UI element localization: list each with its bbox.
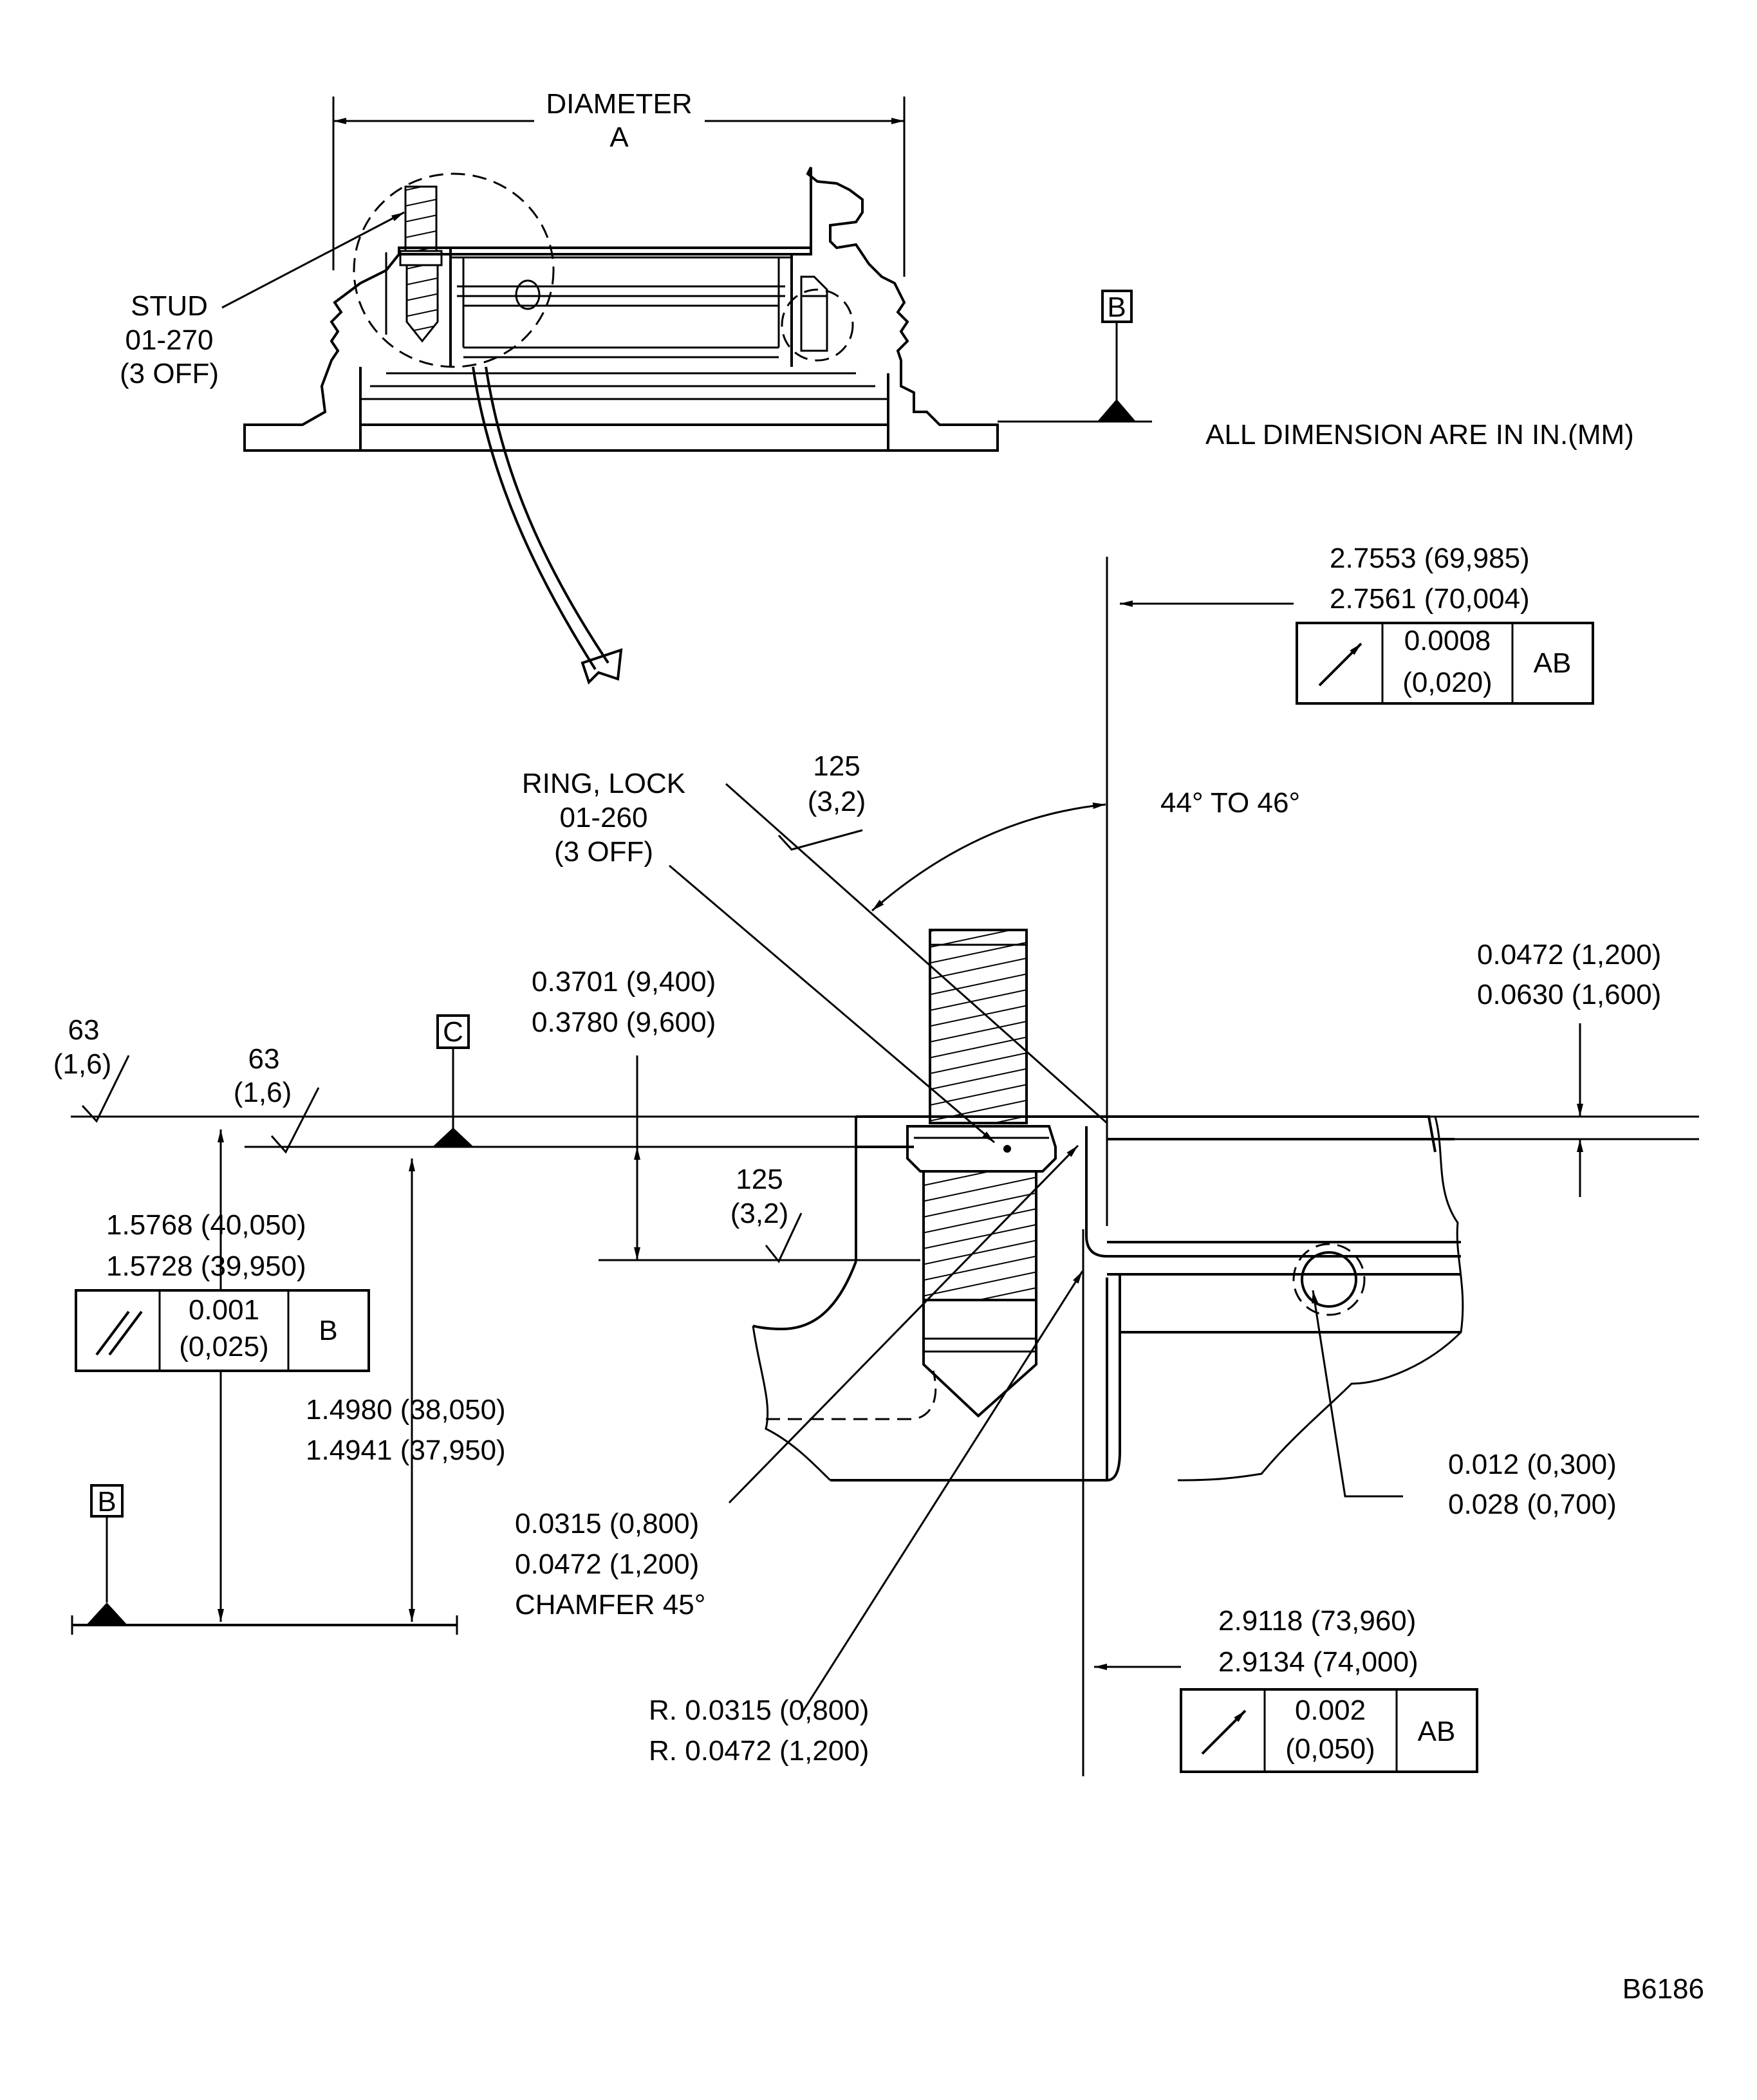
fcf-parallelism: [75, 1289, 370, 1372]
finish-inner-face-mm: (3,2): [730, 1198, 788, 1229]
diameter-label: DIAMETER: [546, 88, 692, 120]
runout-icon: [1201, 1709, 1247, 1755]
angle-label: 44° TO 46°: [1160, 787, 1300, 819]
diameter-symbol-label: A: [609, 122, 629, 153]
detail-section: [71, 557, 1699, 1776]
ball-dim-upper: 0.012 (0,300): [1448, 1449, 1617, 1480]
ring-quantity: (3 OFF): [554, 836, 653, 868]
fcf-runout-top: [1296, 622, 1594, 705]
ring-part-number: 01-260: [559, 802, 647, 833]
finish-top-chamfer-mm: (3,2): [808, 786, 866, 817]
height-c-upper: 1.4980 (38,050): [306, 1394, 506, 1426]
fcf-parallel-tolerance: 0.001: [189, 1294, 259, 1326]
fcf-bottom-tolerance-mm: (0,050): [1285, 1733, 1375, 1765]
inner-diameter-lower: 2.9134 (74,000): [1218, 1646, 1418, 1678]
height-c-lower: 1.4941 (37,950): [306, 1435, 506, 1466]
fcf-top-datum: AB: [1534, 647, 1572, 679]
outer-diameter-upper: 2.7553 (69,985): [1330, 543, 1530, 574]
ring-label: RING, LOCK: [522, 768, 685, 799]
chamfer-upper: 0.0315 (0,800): [515, 1508, 699, 1539]
radius-upper: R. 0.0315 (0,800): [649, 1695, 869, 1726]
finish-left-1-value: 63: [68, 1014, 100, 1046]
fcf-top-tolerance-mm: (0,020): [1402, 667, 1492, 698]
radius-lower: R. 0.0472 (1,200): [649, 1735, 869, 1767]
runout-icon: [1318, 642, 1362, 687]
fcf-bottom-tolerance: 0.002: [1295, 1695, 1366, 1726]
units-note: ALL DIMENSION ARE IN IN.(MM): [1205, 419, 1634, 451]
top-gap-upper: 0.0472 (1,200): [1477, 939, 1661, 971]
assembly-overview: [221, 97, 1152, 685]
finish-left-1-mm: (1,6): [53, 1048, 111, 1080]
datum-c-label: C: [443, 1016, 463, 1048]
stud-quantity: (3 OFF): [120, 358, 219, 389]
fcf-top-tolerance: 0.0008: [1404, 625, 1491, 656]
step-depth-upper: 0.3701 (9,400): [532, 966, 716, 998]
inner-diameter-upper: 2.9118 (73,960): [1218, 1605, 1416, 1637]
fcf-parallel-tolerance-mm: (0,025): [179, 1331, 268, 1362]
ball-dim-lower: 0.028 (0,700): [1448, 1489, 1617, 1520]
top-gap-lower: 0.0630 (1,600): [1477, 979, 1661, 1010]
chamfer-lower: 0.0472 (1,200): [515, 1548, 699, 1580]
datum-b-bottom-label: B: [97, 1486, 116, 1518]
finish-inner-face-value: 125: [736, 1164, 783, 1195]
figure-id: B6186: [1622, 1973, 1704, 2005]
datum-b-top-label: B: [1107, 292, 1126, 323]
chamfer-note: CHAMFER 45°: [515, 1589, 705, 1621]
outer-diameter-lower: 2.7561 (70,004): [1330, 583, 1530, 615]
parallelism-icon: [95, 1310, 143, 1356]
step-depth-lower: 0.3780 (9,600): [532, 1007, 716, 1038]
finish-left-2-mm: (1,6): [234, 1077, 292, 1108]
height-top-upper: 1.5768 (40,050): [106, 1209, 306, 1241]
stud-part-number: 01-270: [125, 324, 213, 356]
fcf-parallel-datum: B: [319, 1315, 337, 1346]
fcf-runout-bottom: [1180, 1688, 1478, 1773]
stud-label: STUD: [131, 290, 208, 322]
fcf-bottom-datum: AB: [1418, 1716, 1456, 1747]
finish-left-2-value: 63: [248, 1043, 280, 1075]
height-top-lower: 1.5728 (39,950): [106, 1250, 306, 1282]
finish-top-chamfer-value: 125: [813, 750, 860, 782]
